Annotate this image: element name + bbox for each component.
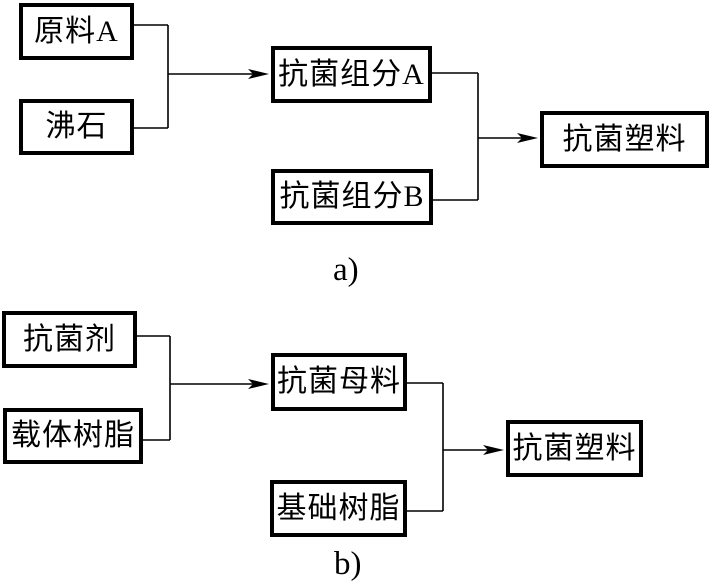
chart-b-caption: b) (334, 546, 362, 582)
node-antibacterial-agent: 抗菌剂 (2, 311, 137, 368)
node-carrier-resin: 载体树脂 (3, 408, 143, 464)
chart-a-caption: a) (333, 252, 359, 288)
node-antibacterial-component-b: 抗菌组分B (271, 169, 433, 225)
node-antibacterial-plastic-b: 抗菌塑料 (506, 420, 643, 477)
node-antibacterial-plastic-a: 抗菌塑料 (540, 111, 709, 168)
node-antibacterial-component-a: 抗菌组分A (271, 46, 432, 103)
node-zeolite: 沸石 (19, 99, 134, 155)
node-raw-material-a: 原料A (19, 3, 134, 60)
node-antibacterial-masterbatch: 抗菌母料 (271, 353, 407, 411)
node-base-resin: 基础树脂 (270, 480, 407, 537)
